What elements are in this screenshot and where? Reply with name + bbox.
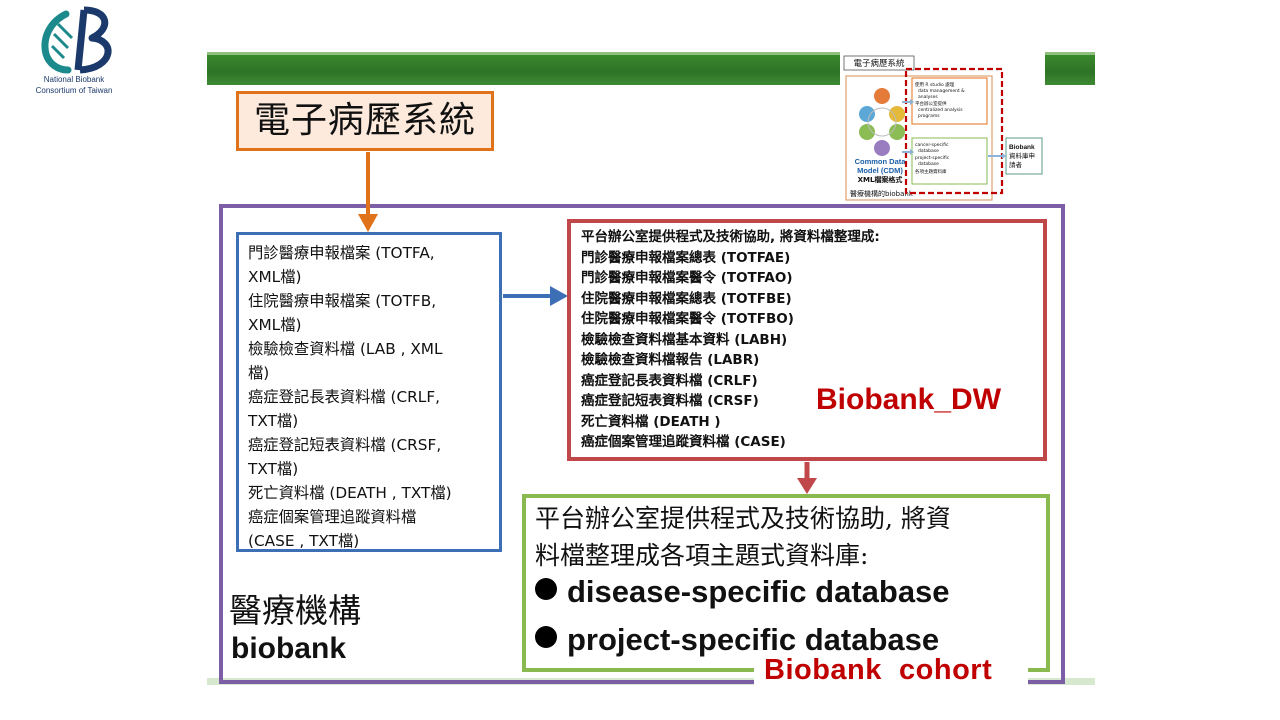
thumb-cdm-1: Common Data [855,157,907,166]
thumb-box2-line: project-specific [915,155,950,161]
file-line: XML檔) [248,316,302,334]
dw-line: 住院醫療申報檔案醫令 (TOTFBO) [581,311,794,327]
file-line: 住院醫療申報檔案 (TOTFB, [248,292,437,310]
institution-name: 醫療機構 [229,591,361,630]
dw-line: 住院醫療申報檔案總表 (TOTFBE) [581,290,792,307]
dw-line: 平台辦公室提供程式及技術協助, 將資料檔整理成: [581,229,880,245]
thumb-footer: 醫療機構的biobank [850,189,914,198]
biobank-dw-box: 平台辦公室提供程式及技術協助, 將資料檔整理成: 門診醫療申報檔案總表 (TOT… [567,219,1047,461]
bullet-text: project-specific database [567,622,940,657]
thumb-node-icon [859,106,875,122]
cohort-label-background [754,654,1028,692]
file-line: TXT檔) [248,412,299,430]
thumb-outer-box [845,75,993,201]
thumb-box1-line: programs [918,113,940,119]
ehr-system-box: 電子病歷系統 [236,91,494,151]
thumb-applicant-box [1005,137,1043,175]
dw-line: 檢驗檢查資料檔基本資料 (LABH) [581,331,788,348]
thumb-box1-line: analyses [918,94,938,100]
thumb-dashed-frame [904,67,1004,195]
thumb-box-2 [911,137,988,185]
dw-line: 癌症登記短表資料檔 (CRSF) [581,393,759,409]
file-line: 檔) [248,364,270,382]
thumb-applicant-1: Biobank [1009,144,1035,151]
dw-line: 癌症登記長表資料檔 (CRLF) [581,372,758,389]
file-line: XML檔) [248,268,302,286]
biobank-logo-icon [41,6,112,74]
cohort-bullet: project-specific database [535,622,939,658]
cohort-description: 平台辦公室提供程式及技術協助, 將資 料檔整理成各項主題式資料庫: [535,500,1035,574]
logo-line-2: Consortium of Taiwan [35,86,113,95]
file-line: 癌症個案管理追蹤資料檔 [248,508,417,526]
thumb-node-icon [889,124,905,140]
dw-line: 門診醫療申報檔案醫令 (TOTFAO) [581,270,793,286]
file-line: 死亡資料檔 (DEATH , TXT檔) [248,484,452,502]
thumb-box1-line: centralized analysis [918,107,963,113]
cohort-desc-line-1: 平台辦公室提供程式及技術協助, 將資 [535,504,951,533]
files-arrowhead-icon [550,286,568,306]
ehr-arrowhead-icon [358,214,378,232]
thumb-node-icon [874,88,890,104]
thumb-box2-line: 各項主題資料庫 [915,168,947,175]
institution-subtitle: biobank [231,632,347,665]
thumb-applicant-3: 請者 [1009,160,1023,169]
overview-thumbnail: 電子病歷系統 Common Data Model (CDM) XML檔案格式 醫… [840,52,1045,204]
thumb-header: 電子病歷系統 [853,58,905,69]
dw-line: 癌症個案管理追蹤資料檔 (CASE) [581,434,786,450]
biobank-cohort-label: Biobank cohort [764,654,993,686]
thumb-header-box [843,55,915,71]
file-line: 癌症登記短表資料檔 (CRSF, [248,436,442,454]
thumb-node-icon [874,140,890,156]
file-line: TXT檔) [248,460,299,478]
header-banner-highlight [207,52,1095,55]
thumb-box1-line: 平台辦公室提供 [915,100,947,107]
bullet-icon [535,626,557,648]
thumb-arrows [902,101,1004,157]
thumb-cdm-3: XML檔案格式 [858,175,903,184]
dw-arrowhead-icon [797,478,817,494]
file-line: 檢驗檢查資料檔 (LAB , XML [248,340,443,358]
biobank-dw-label: Biobank_DW [816,383,1002,416]
cohort-bullet: disease-specific database [535,574,950,610]
biobank-cohort-box [522,494,1050,672]
bullet-icon [535,578,557,600]
thumb-node-icon [859,124,875,140]
hospital-files-box: 門診醫療申報檔案 (TOTFA, XML檔) 住院醫療申報檔案 (TOTFB, … [236,232,502,552]
thumb-box1-line: data management & [918,88,965,94]
file-line: 癌症登記長表資料檔 (CRLF, [248,388,440,406]
thumb-cdm-2: Model (CDM) [857,166,903,175]
institution-frame [219,204,1065,684]
file-line: 門診醫療申報檔案 (TOTFA, [248,244,435,262]
logo-line-1: National Biobank [43,75,105,84]
thumb-box1-line: 使用 R studio 處理 [915,81,955,88]
thumb-center-ring [867,107,897,137]
bullet-text: disease-specific database [567,574,950,609]
thumb-node-icon [889,106,905,122]
thumb-applicant-2: 資料庫申 [1009,151,1035,160]
thumb-box2-line: database [918,148,939,154]
dw-line: 死亡資料檔 (DEATH ) [581,413,721,430]
logo-caption: National Biobank Consortium of Taiwan [18,74,130,96]
ehr-title: 電子病歷系統 [253,100,476,141]
dw-line: 門診醫療申報檔案總表 (TOTFAE) [581,249,791,266]
cohort-desc-line-2: 料檔整理成各項主題式資料庫: [535,541,869,570]
dw-line: 檢驗檢查資料檔報告 (LABR) [581,352,760,368]
thumb-box2-line: cancer-specific [915,142,949,148]
file-line: (CASE , TXT檔) [248,532,360,550]
thumb-box2-line: database [918,161,939,167]
